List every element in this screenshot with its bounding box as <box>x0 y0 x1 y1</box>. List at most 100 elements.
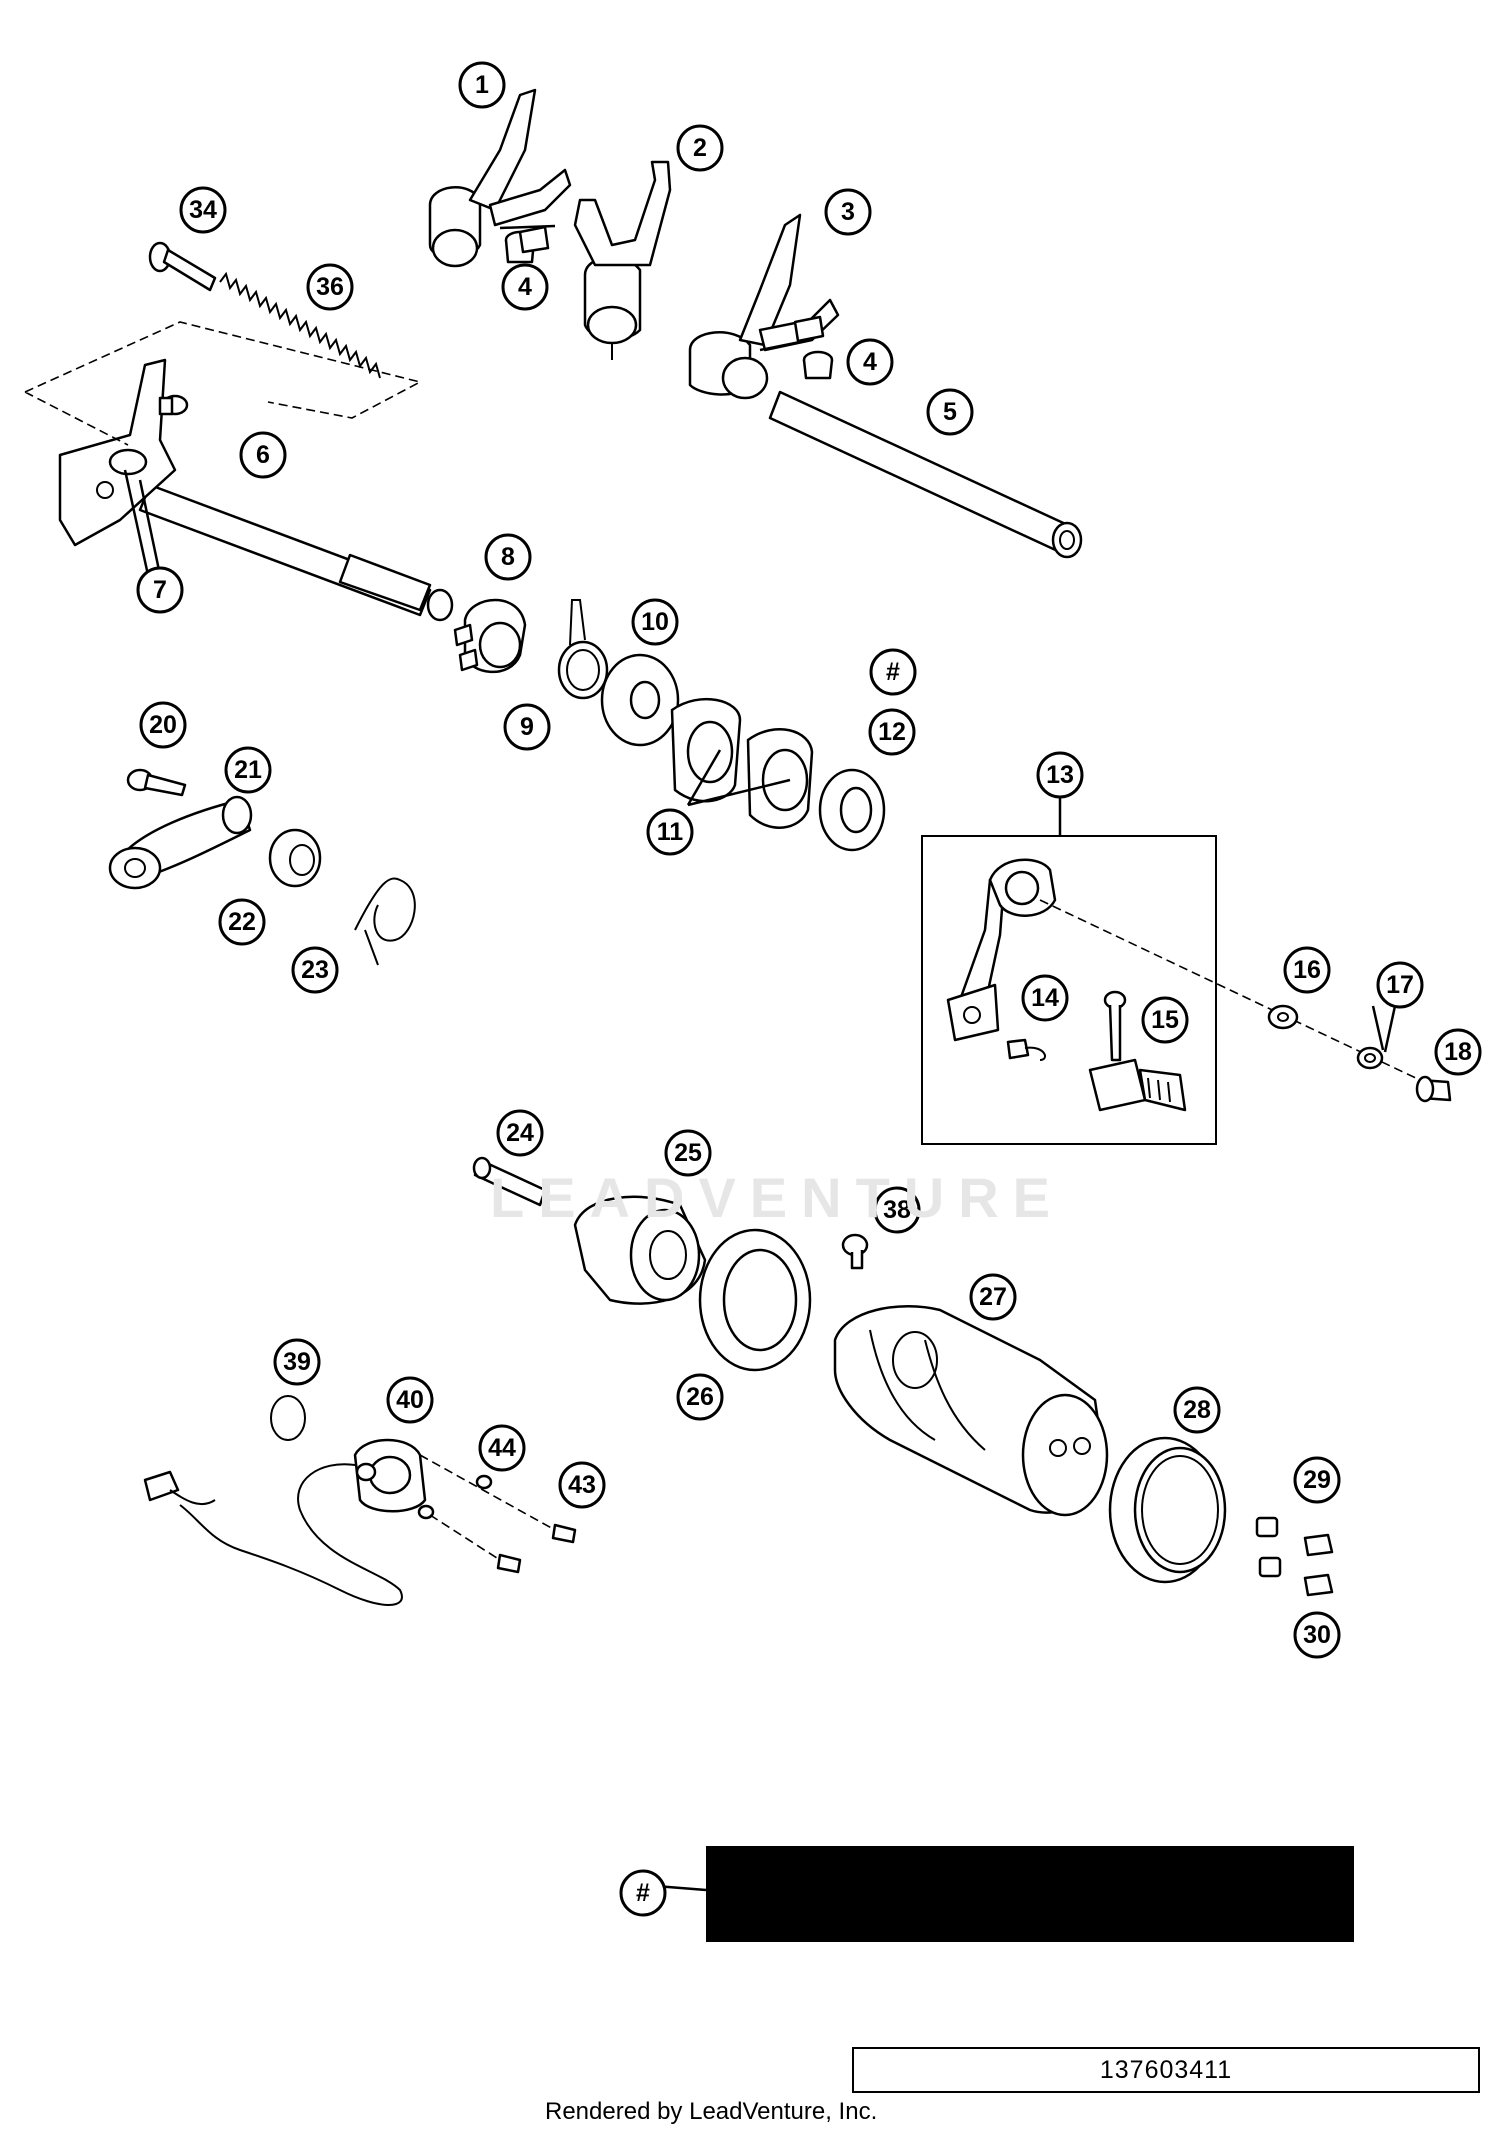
callout-22-label: 22 <box>228 908 256 936</box>
callout-34: 34 <box>179 186 227 234</box>
callout-40: 40 <box>386 1376 434 1424</box>
callout-3: 3 <box>824 188 872 236</box>
lever-bolt-axis-line <box>1039 899 1421 1081</box>
callout-34-label: 34 <box>189 196 217 224</box>
callout-11-label: 11 <box>657 818 684 846</box>
sensor-bolt-axis-2 <box>429 1514 501 1561</box>
callout-28-label: 28 <box>1183 1396 1211 1424</box>
callout-24: 24 <box>496 1109 544 1157</box>
callout-30-label: 30 <box>1303 1621 1331 1649</box>
fork-pin-drawing <box>518 225 825 343</box>
callout-4b: 4 <box>846 338 894 386</box>
callout-4a: 4 <box>501 263 549 311</box>
callout-21-label: 21 <box>234 756 262 784</box>
callout-20: 20 <box>139 701 187 749</box>
callout-40-label: 40 <box>396 1386 424 1414</box>
callout-17: 17 <box>1376 961 1424 1009</box>
callout-6-label: 6 <box>256 441 270 469</box>
callout-8: 8 <box>484 533 532 581</box>
callout-1-label: 1 <box>475 71 489 99</box>
shift-stopper-parts <box>108 768 416 966</box>
callout-7-label: 7 <box>153 576 167 604</box>
callout-43: 43 <box>558 1461 606 1509</box>
callout-23: 23 <box>291 946 339 994</box>
shift-drum-locating-parts <box>472 1156 869 1372</box>
callout-29-label: 29 <box>1303 1466 1331 1494</box>
callout-13: 13 <box>1036 751 1084 799</box>
callout-5: 5 <box>926 388 974 436</box>
callout-18: 18 <box>1434 1028 1482 1076</box>
callout-17-label: 17 <box>1386 971 1414 999</box>
callout-44: 44 <box>478 1424 526 1472</box>
shift-fork-1-drawing <box>428 88 572 268</box>
detent-bolt-drawing <box>148 241 217 292</box>
callout-1: 1 <box>458 61 506 109</box>
leader-lines <box>123 224 1397 1892</box>
callout-27-label: 27 <box>979 1283 1007 1311</box>
callout-14: 14 <box>1021 974 1069 1022</box>
callout-30: 30 <box>1293 1611 1341 1659</box>
callout-25: 25 <box>664 1129 712 1177</box>
shift-drum-bearing-drawing <box>1108 1436 1227 1584</box>
callout-26: 26 <box>676 1373 724 1421</box>
callout-2-label: 2 <box>693 134 707 162</box>
callout-14-label: 14 <box>1031 984 1059 1012</box>
callout-15-label: 15 <box>1151 1006 1179 1034</box>
detent-spring-drawing <box>219 271 381 379</box>
rendered-by-text: Rendered by LeadVenture, Inc. <box>545 2098 878 2125</box>
callout-2: 2 <box>676 124 724 172</box>
callout-15: 15 <box>1141 996 1189 1044</box>
callout-7: 7 <box>136 566 184 614</box>
drawing-number: 137603411 <box>1099 2055 1233 2084</box>
callout-27: 27 <box>969 1273 1017 1321</box>
callout-5-label: 5 <box>943 398 957 426</box>
drawing-number-box: 137603411 <box>852 2047 1480 2093</box>
callout-hash-1-label: # <box>886 658 900 686</box>
callout-12-label: 12 <box>878 718 906 746</box>
callout-11: 11 <box>646 808 694 856</box>
gear-position-sensor-parts <box>143 1395 577 1606</box>
callout-36-label: 36 <box>316 273 344 301</box>
callout-43-label: 43 <box>568 1471 596 1499</box>
callout-39: 39 <box>273 1338 321 1386</box>
callout-9-label: 9 <box>520 713 534 741</box>
shift-lever-assembly-box <box>921 798 1217 1145</box>
callout-10: 10 <box>631 598 679 646</box>
shift-drum-drawing <box>833 1305 1109 1517</box>
callout-22: 22 <box>218 898 266 946</box>
callout-38-label: 38 <box>883 1196 911 1224</box>
callout-8-label: 8 <box>501 543 515 571</box>
callout-25-label: 25 <box>674 1139 702 1167</box>
callout-23-label: 23 <box>301 956 329 984</box>
fork-shaft-drawing <box>768 390 1083 559</box>
callout-hash-1: # <box>869 648 917 696</box>
callout-18-label: 18 <box>1444 1038 1472 1066</box>
callout-38: 38 <box>873 1186 921 1234</box>
callout-16-label: 16 <box>1293 956 1321 984</box>
shift-shaft-drawing <box>58 358 454 622</box>
callout-36: 36 <box>306 263 354 311</box>
callout-44-label: 44 <box>488 1434 516 1462</box>
callout-16: 16 <box>1283 946 1331 994</box>
callout-10-label: 10 <box>641 608 669 636</box>
callout-20-label: 20 <box>149 711 177 739</box>
callout-6: 6 <box>239 431 287 479</box>
lever-bolt-parts <box>1267 1004 1452 1103</box>
redacted-note-bar <box>706 1846 1354 1942</box>
callout-13-label: 13 <box>1046 761 1074 789</box>
shift-fork-2-drawing <box>573 160 672 360</box>
shift-lever-group-outline <box>24 321 423 446</box>
shift-fork-3-drawing <box>688 213 840 400</box>
shift-shaft-bushing-parts <box>453 598 886 852</box>
callout-4a-label: 4 <box>518 273 532 301</box>
callout-26-label: 26 <box>686 1383 714 1411</box>
watermark-text: LEADVENTURE <box>490 1166 1065 1229</box>
callout-hash-2: # <box>619 1869 667 1917</box>
callout-4b-label: 4 <box>863 348 877 376</box>
callout-hash-2-label: # <box>636 1879 650 1907</box>
callout-12: 12 <box>868 708 916 756</box>
callout-21: 21 <box>224 746 272 794</box>
callout-3-label: 3 <box>841 198 855 226</box>
shift-drum-springs-pins <box>1255 1516 1334 1597</box>
